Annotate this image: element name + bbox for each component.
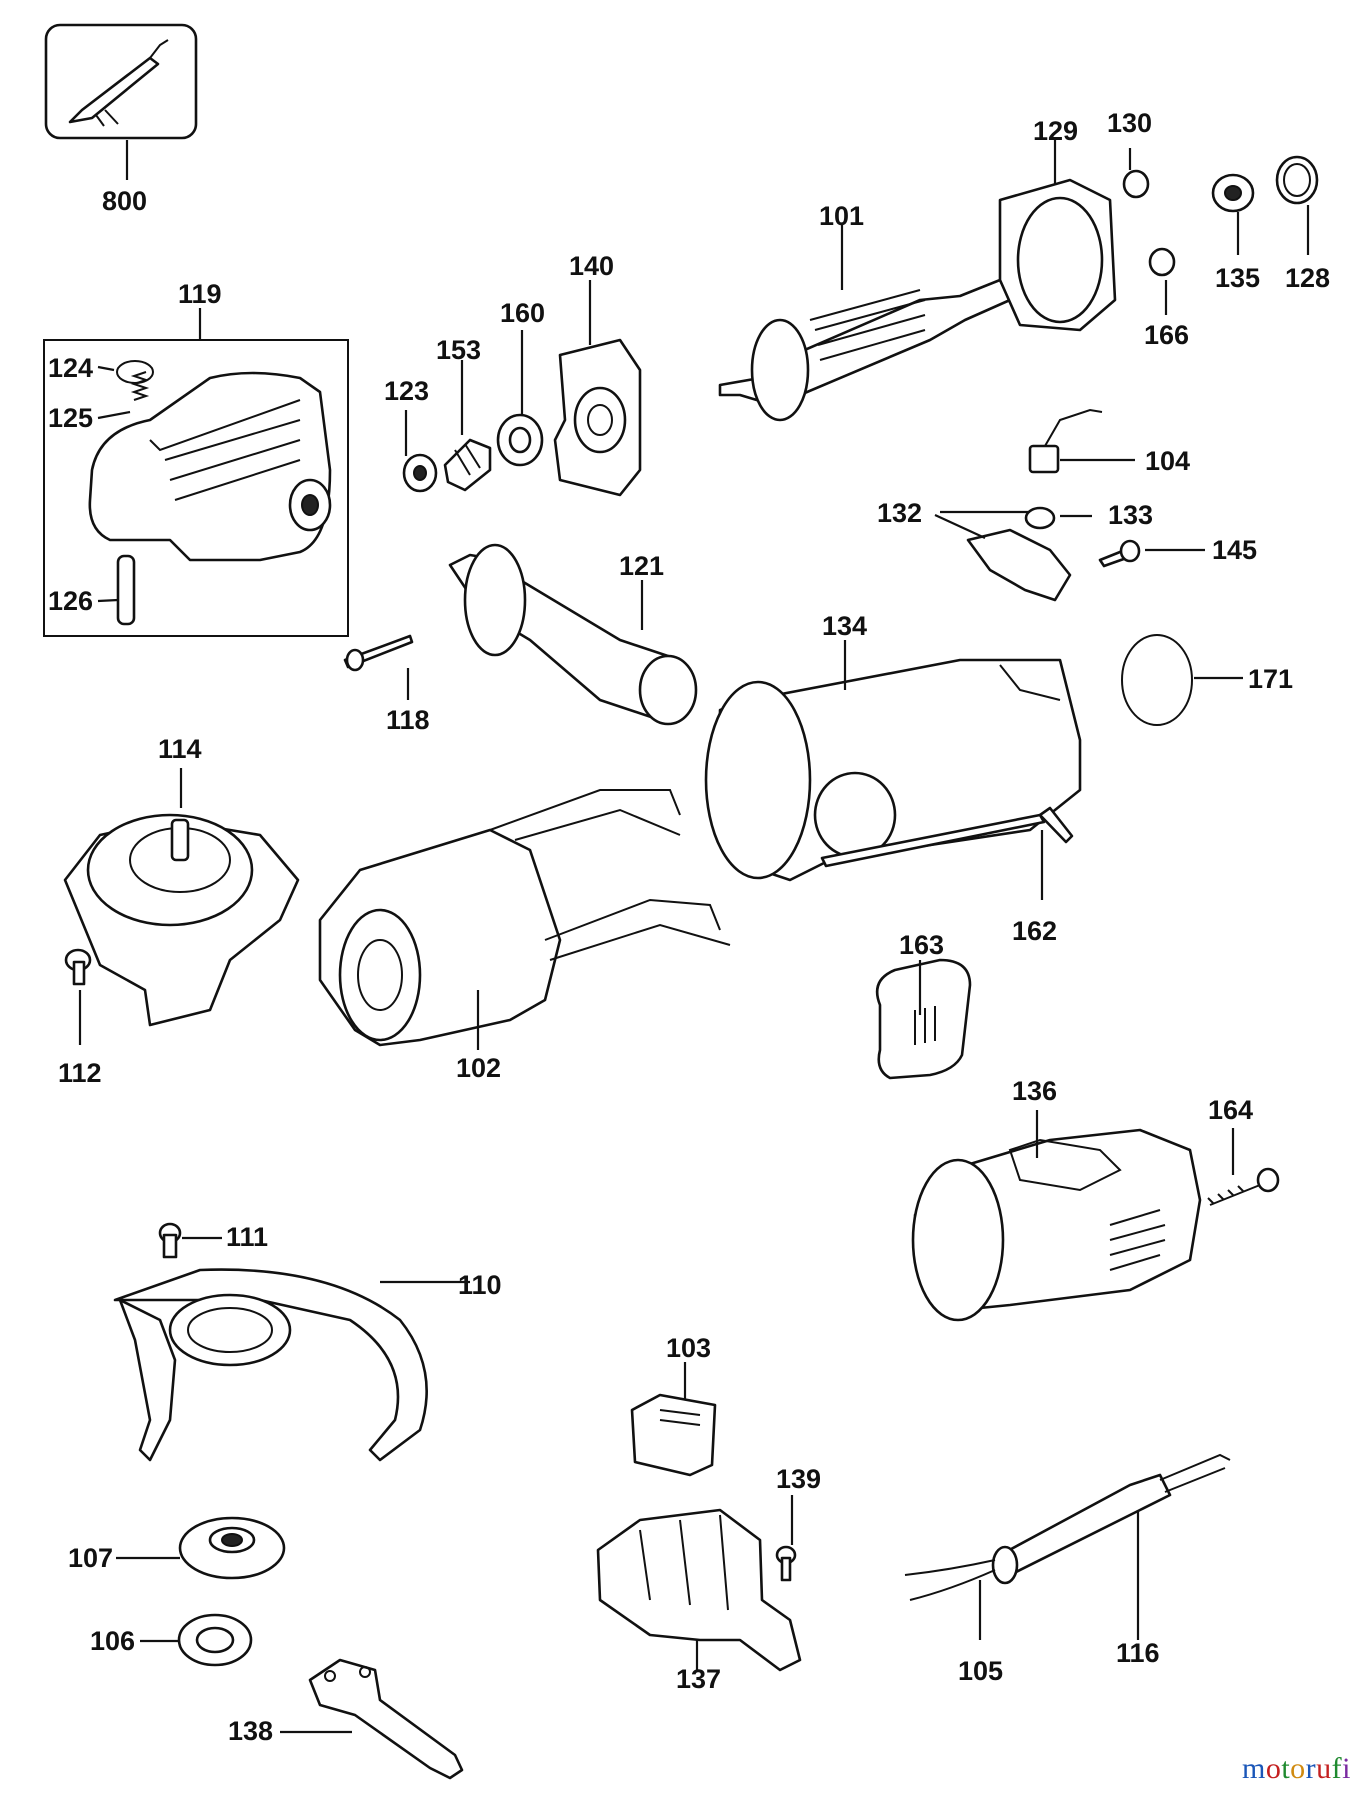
bearing-cover-part-129 xyxy=(998,140,1117,332)
label-130: 130 xyxy=(1107,108,1153,138)
rear-cover-part-136 xyxy=(911,1110,1202,1322)
label-135: 135 xyxy=(1215,263,1261,293)
screw-part-112 xyxy=(64,948,92,1045)
o-ring-part-171 xyxy=(1121,634,1243,726)
label-132: 132 xyxy=(877,498,923,528)
bearing-part-160 xyxy=(496,330,544,467)
wheel-guard-part-110 xyxy=(113,1268,470,1462)
label-163: 163 xyxy=(899,930,945,960)
brush-holder-part-132 xyxy=(934,510,1072,602)
label-166: 166 xyxy=(1144,320,1190,350)
screw-part-145 xyxy=(1098,539,1205,568)
label-111: 111 xyxy=(226,1222,269,1252)
label-164: 164 xyxy=(1208,1095,1254,1125)
label-114: 114 xyxy=(158,734,202,764)
ring-part-128 xyxy=(1275,155,1319,255)
label-104: 104 xyxy=(1145,446,1191,476)
screw-part-164 xyxy=(1207,1128,1280,1206)
watermark-letter: r xyxy=(1305,1752,1317,1785)
label-102: 102 xyxy=(456,1053,502,1083)
label-103: 103 xyxy=(666,1333,712,1363)
cord-clip-part-162 xyxy=(820,806,1074,900)
label-140: 140 xyxy=(569,251,615,281)
label-125: 125 xyxy=(48,403,94,433)
brush-spring-part-133 xyxy=(1024,506,1092,530)
label-162: 162 xyxy=(1012,916,1058,946)
watermark-letter: o xyxy=(1265,1752,1282,1785)
label-129: 129 xyxy=(1033,116,1079,146)
label-137: 137 xyxy=(676,1664,722,1694)
label-171: 171 xyxy=(1248,664,1294,694)
label-124: 124 xyxy=(48,353,94,383)
label-153: 153 xyxy=(436,335,482,365)
watermark-logo: motorufi xyxy=(1242,1752,1351,1786)
spanner-part-138 xyxy=(280,1658,464,1780)
label-112: 112 xyxy=(58,1058,102,1088)
label-138: 138 xyxy=(228,1716,274,1746)
side-handle-part-121 xyxy=(448,543,698,726)
watermark-letter: m xyxy=(1241,1752,1266,1785)
label-800: 800 xyxy=(102,186,148,216)
label-119: 119 xyxy=(178,279,222,309)
label-145: 145 xyxy=(1212,535,1258,565)
bushing-part-130 xyxy=(1122,148,1150,199)
label-110: 110 xyxy=(458,1270,502,1300)
label-123: 123 xyxy=(384,376,430,406)
switch-button-part-163 xyxy=(875,958,972,1080)
inner-flange-part-106 xyxy=(140,1613,253,1667)
watermark-letter: i xyxy=(1342,1752,1351,1785)
cord-protector-part-116 xyxy=(991,1453,1231,1640)
pinion-part-153 xyxy=(443,360,492,492)
screw-part-139 xyxy=(775,1495,797,1582)
armature-part-101 xyxy=(718,225,1012,422)
label-136: 136 xyxy=(1012,1076,1058,1106)
grease-gun-part-800 xyxy=(44,23,198,180)
bearing-part-135 xyxy=(1211,173,1255,255)
outer-flange-part-107 xyxy=(116,1516,286,1580)
baffle-part-140 xyxy=(553,280,642,497)
switch-holder-part-137 xyxy=(596,1508,802,1672)
label-101: 101 xyxy=(819,201,865,231)
switch-part-103 xyxy=(630,1362,717,1477)
label-134: 134 xyxy=(822,611,868,641)
watermark-letter: o xyxy=(1290,1752,1306,1785)
screw-part-111 xyxy=(158,1222,222,1259)
watermark-letter: f xyxy=(1331,1752,1343,1785)
label-133: 133 xyxy=(1108,500,1154,530)
label-126: 126 xyxy=(48,586,94,616)
label-128: 128 xyxy=(1285,263,1331,293)
label-160: 160 xyxy=(500,298,546,328)
watermark-letter: u xyxy=(1316,1752,1332,1785)
label-105: 105 xyxy=(958,1656,1004,1686)
clip-part-166 xyxy=(1148,247,1176,315)
power-cord-part-105 xyxy=(904,1559,996,1640)
label-107: 107 xyxy=(68,1543,114,1573)
carbon-brush-part-104 xyxy=(1028,408,1135,474)
screw-part-118 xyxy=(343,634,414,700)
label-116: 116 xyxy=(1116,1638,1160,1668)
label-118: 118 xyxy=(386,705,430,735)
watermark-letter: t xyxy=(1281,1752,1291,1785)
nut-part-123 xyxy=(402,410,438,493)
label-121: 121 xyxy=(619,551,665,581)
gear-case-part-114 xyxy=(63,768,300,1027)
field-coil-part-102 xyxy=(318,789,731,1050)
label-106: 106 xyxy=(90,1626,136,1656)
label-139: 139 xyxy=(776,1464,822,1494)
gear-housing-group-119 xyxy=(43,308,349,637)
